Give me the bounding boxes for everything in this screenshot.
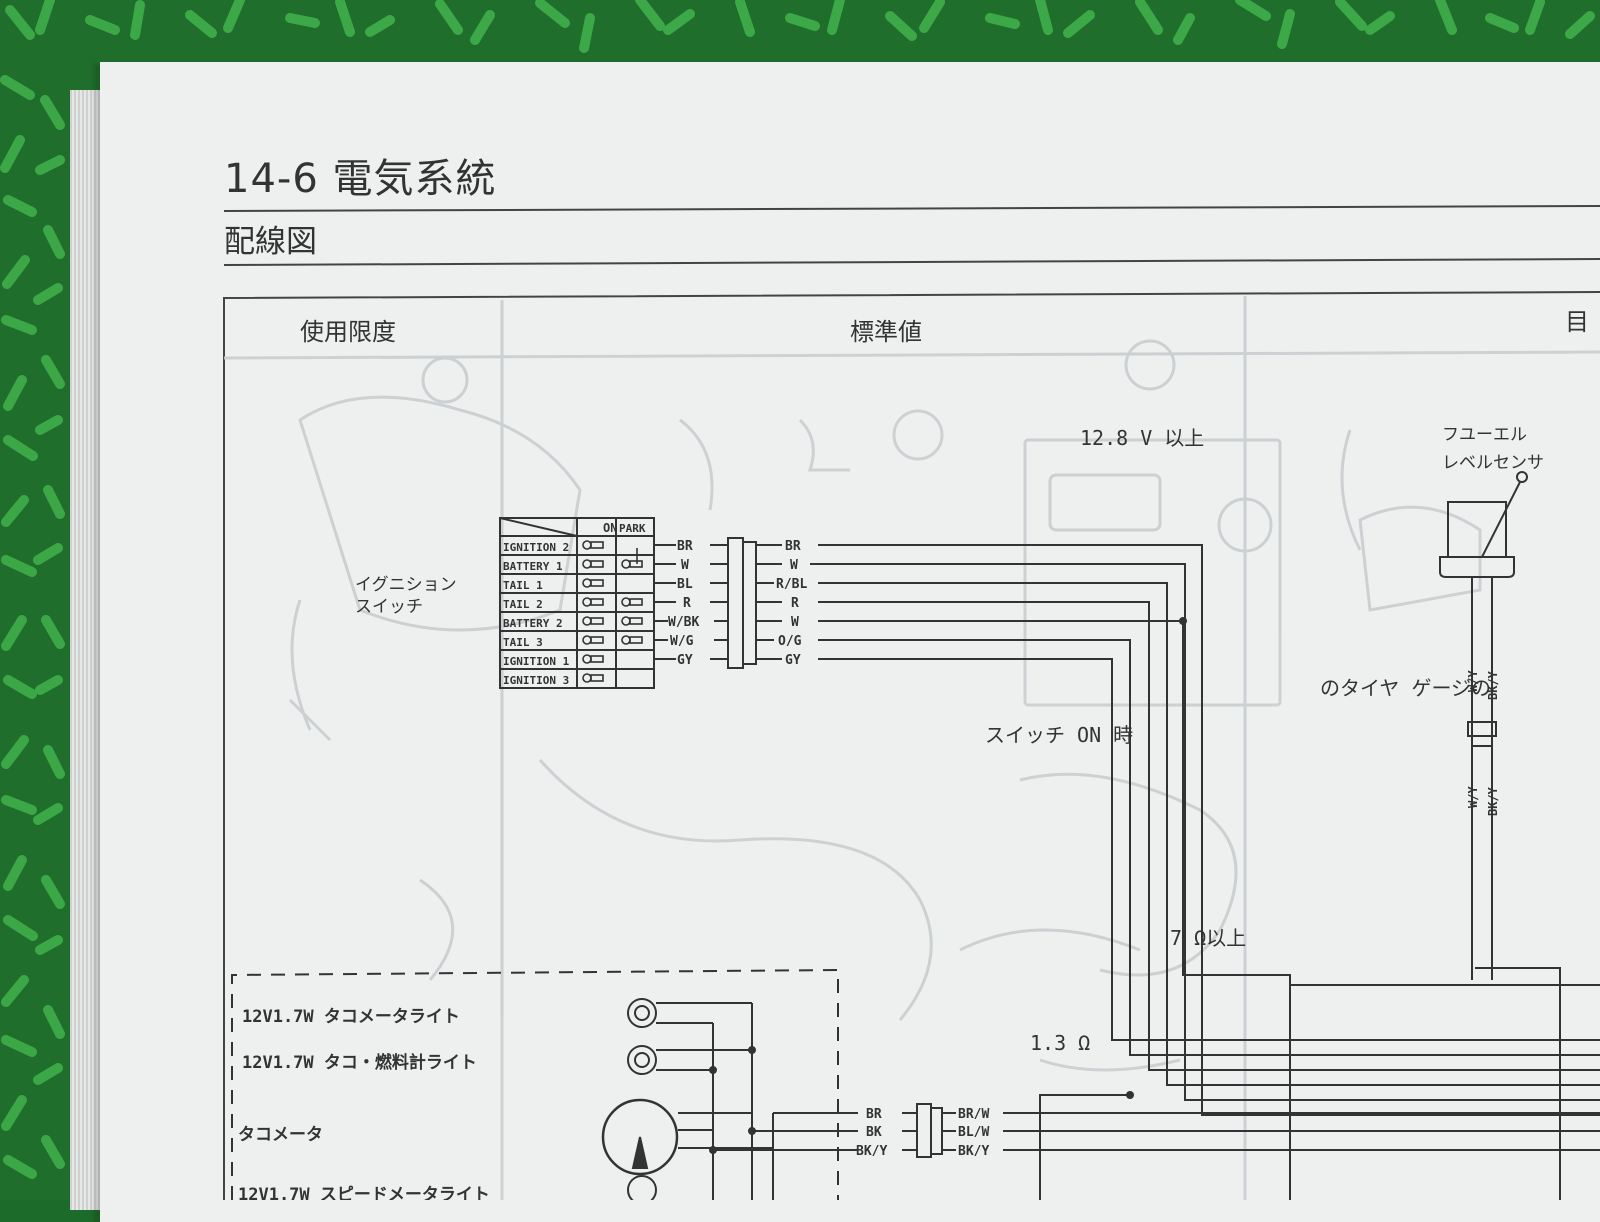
wire-label: BL [677, 577, 693, 592]
fuel-sensor-label: フユーエル [1442, 425, 1527, 445]
switch-row: BATTERY 1 [503, 560, 563, 573]
fuel-level-sensor [1439, 471, 1528, 980]
wire-label: W/G [670, 634, 694, 649]
wire-label: GY [677, 653, 693, 668]
ignition-switch-label: イグニション [355, 575, 457, 595]
meter-item-label: タコメータ [238, 1125, 323, 1145]
wire-label: W/BK [668, 615, 699, 630]
wire-label: BK/Y [1486, 786, 1500, 816]
manual-page [100, 62, 1600, 1222]
wire-label: R/BL [776, 577, 807, 592]
svg-text:使用限度: 使用限度 [300, 318, 396, 346]
page-stack-edge [70, 90, 104, 1210]
svg-text:のタイヤ ゲージの: のタイヤ ゲージの [1320, 676, 1491, 700]
section-heading: 14-6 電気系統 [224, 156, 497, 202]
svg-text:目: 目 [1565, 308, 1589, 336]
wire-label: BK/Y [1486, 670, 1500, 700]
wire-label: BK [866, 1125, 882, 1140]
switch-row: TAIL 2 [503, 598, 543, 611]
wire-label: BR [677, 539, 693, 554]
wire-label: BR [866, 1107, 882, 1122]
meter-item-label: 12V1.7W タコ・燃料計ライト [242, 1052, 477, 1073]
switch-row: TAIL 3 [503, 636, 543, 649]
wire-label: W/Y [1466, 786, 1480, 808]
wire-label: W [791, 615, 799, 630]
switch-row: BATTERY 2 [503, 617, 563, 630]
wire-label: GY [785, 653, 801, 668]
meter-item-label: 12V1.7W スピードメータライト [238, 1185, 490, 1200]
wire-label: W/Y [1466, 670, 1480, 692]
wire-label: W [790, 558, 798, 573]
col-park-label: PARK [619, 522, 646, 535]
wire-label: BR/W [958, 1107, 989, 1122]
svg-text:7 Ω以上: 7 Ω以上 [1170, 926, 1246, 950]
wire-label: BR [785, 539, 801, 554]
ignition-switch-label: スイッチ [355, 597, 423, 617]
svg-text:スイッチ ON 時: スイッチ ON 時 [985, 723, 1133, 747]
switch-row: TAIL 1 [503, 579, 543, 592]
wire-label: BK/Y [856, 1144, 887, 1159]
svg-text:12.8 V 以上: 12.8 V 以上 [1080, 426, 1204, 450]
fuel-sensor-label: レベルセンサ [1442, 453, 1544, 473]
wire-label: R [791, 596, 799, 611]
wire-harness [810, 544, 1600, 1200]
switch-row: IGNITION 3 [503, 674, 569, 687]
col-on-label: ON [603, 521, 617, 535]
wire-label: BK/Y [958, 1144, 989, 1159]
switch-row: IGNITION 1 [503, 655, 570, 668]
wire-label: O/G [778, 634, 802, 649]
ignition-switch [499, 517, 676, 689]
subheading: 配線図 [224, 224, 317, 260]
svg-text:標準値: 標準値 [850, 318, 922, 346]
connector [710, 537, 782, 669]
svg-text:1.3 Ω: 1.3 Ω [1030, 1031, 1090, 1055]
switch-row: IGNITION 2 [503, 541, 569, 554]
wire-label: R [683, 596, 691, 611]
meter-lamps [601, 998, 1600, 1200]
wire-label: BL/W [958, 1125, 989, 1140]
meter-box [231, 968, 839, 1200]
wire-label: W [681, 558, 689, 573]
meter-item-label: 12V1.7W タコメータライト [242, 1007, 460, 1027]
